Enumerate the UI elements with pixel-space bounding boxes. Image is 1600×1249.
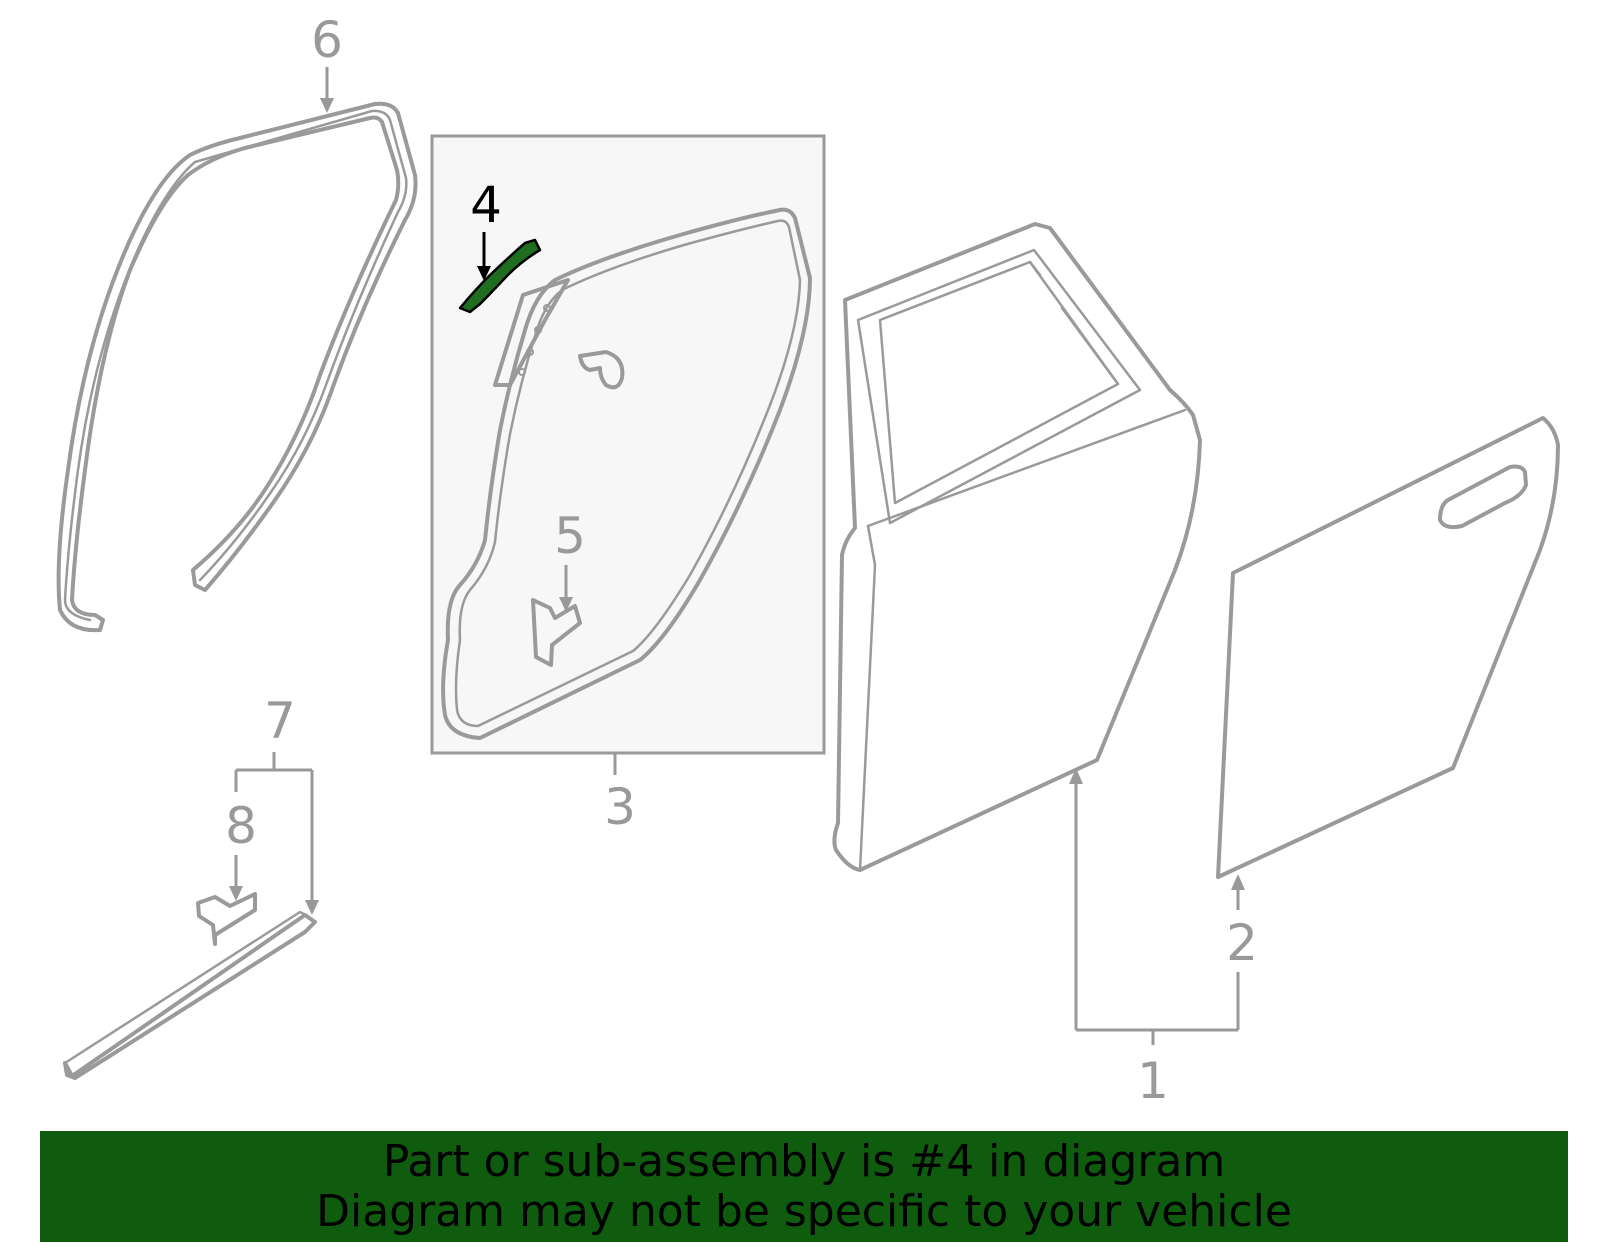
callout-2: 2 [1226, 914, 1258, 972]
part-6-weatherstrip[interactable] [56, 101, 418, 633]
arrow-4 [477, 266, 491, 281]
callout-7: 7 [264, 692, 296, 750]
part-8-clip[interactable] [196, 892, 257, 946]
callout-6: 6 [311, 11, 343, 69]
part-2-outer-panel[interactable] [1216, 416, 1560, 879]
part-4-highlighted[interactable] [458, 238, 542, 314]
part-3-weatherstrip[interactable] [441, 207, 812, 740]
banner-line-1: Part or sub-assembly is #4 in diagram [382, 1135, 1226, 1187]
arrow-1 [1069, 768, 1083, 784]
arrow-2 [1231, 874, 1245, 890]
arrow-5 [559, 597, 573, 612]
part-7-molding-strip[interactable] [63, 910, 317, 1080]
arrow-7 [305, 900, 319, 915]
callout-5: 5 [554, 507, 586, 565]
clip-fastener[interactable] [578, 350, 625, 390]
arrow-8 [229, 886, 243, 901]
info-banner: Part or sub-assembly is #4 in diagram Di… [40, 1131, 1568, 1242]
callout-8: 8 [225, 797, 257, 855]
callout-1: 1 [1137, 1052, 1169, 1110]
part-5-bracket[interactable] [531, 598, 582, 667]
arrow-6 [320, 98, 334, 113]
callout-3: 3 [604, 778, 636, 836]
banner-line-2: Diagram may not be specific to your vehi… [316, 1185, 1292, 1237]
part-1-door-shell[interactable] [832, 222, 1202, 872]
callout-4: 4 [470, 176, 502, 234]
